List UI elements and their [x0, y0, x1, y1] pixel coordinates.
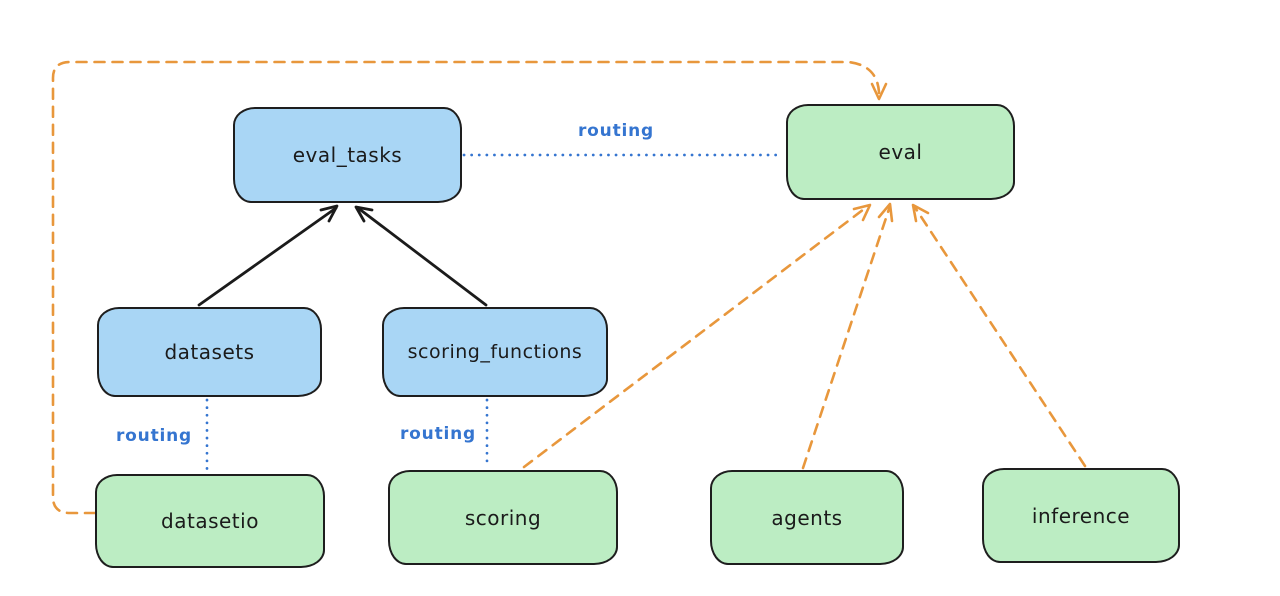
arrowhead-datasets-to-eval-tasks [319, 204, 339, 223]
edge-label-routing-datasets: routing [116, 426, 192, 446]
node-agents: agents [710, 470, 904, 565]
arrowhead-datasetio-loop-to-eval [870, 82, 888, 101]
node-datasetio: datasetio [95, 474, 325, 568]
arrow-agents-to-eval [801, 204, 892, 470]
arrow-inference-to-eval [912, 204, 1087, 468]
arrowhead-inference-to-eval [911, 203, 930, 223]
node-eval: eval [786, 104, 1015, 200]
edge-label-routing-top: routing [578, 121, 654, 141]
node-scoring-functions: scoring_functions [382, 307, 608, 397]
node-eval-tasks-label: eval_tasks [292, 143, 403, 167]
node-inference-label: inference [1031, 503, 1131, 528]
node-datasetio-label: datasetio [161, 509, 259, 533]
arrowhead-agents-to-eval [877, 202, 894, 223]
arrowhead-scoring-to-eval [852, 203, 872, 222]
arrowhead-scoring-functions-to-eval-tasks [354, 205, 374, 223]
node-scoring-label: scoring [464, 505, 542, 530]
node-eval-label: eval [878, 140, 923, 164]
edge-label-routing-scoring: routing [400, 424, 476, 444]
node-scoring-functions-label: scoring_functions [407, 341, 583, 363]
arrow-datasets-to-eval-tasks [197, 206, 338, 307]
node-datasets-label: datasets [164, 340, 255, 364]
node-eval-tasks: eval_tasks [233, 107, 462, 203]
node-agents-label: agents [771, 505, 843, 530]
node-inference: inference [982, 468, 1180, 563]
node-datasets: datasets [97, 307, 322, 397]
arrow-scoring-functions-to-eval-tasks [356, 206, 488, 307]
node-scoring: scoring [388, 470, 618, 565]
